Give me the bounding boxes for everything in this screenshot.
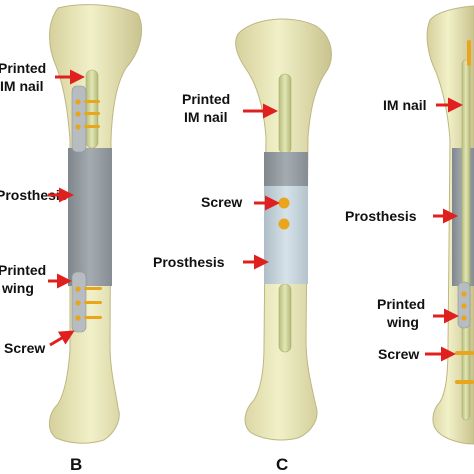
label-printed-im-nail-c: Printed IM nail: [182, 91, 234, 125]
screws-d: [455, 40, 474, 384]
screws-bottom-b: [75, 286, 102, 321]
label-prosthesis-c: Prosthesis: [153, 254, 225, 270]
screws-top-b: [75, 99, 100, 130]
label-screw-c: Screw: [201, 194, 242, 210]
panel-d: IM nail Prosthesis Printed wing Screw: [345, 5, 474, 445]
im-nail-b: [85, 69, 99, 149]
prosthesis-b: [68, 148, 112, 286]
panel-letter-c: C: [276, 455, 288, 474]
label-prosthesis-d: Prosthesis: [345, 208, 417, 224]
wing-top-b: [71, 85, 87, 153]
label-screw-b: Screw: [4, 340, 45, 356]
prosthesis-dark-c: [264, 152, 308, 188]
panel-b: Printed IM nail Prosthesis Printed wing …: [0, 4, 142, 474]
label-printed-wing-d: Printed wing: [377, 296, 429, 330]
label-screw-d: Screw: [378, 346, 419, 362]
im-nail-d: [461, 59, 471, 421]
im-nail-lower-c: [278, 283, 292, 353]
label-printed-im-nail-b: Printed IM nail: [0, 60, 50, 94]
label-printed-wing-b: Printed wing: [0, 262, 50, 296]
panel-letter-b: B: [70, 455, 82, 474]
panel-c: Printed IM nail Screw Prosthesis C: [153, 18, 332, 474]
label-im-nail-d: IM nail: [383, 97, 427, 113]
label-prosthesis-b: Prosthesis: [0, 187, 68, 203]
screws-c: [278, 197, 290, 230]
im-nail-c: [278, 73, 292, 155]
arrow-screw-b: [49, 330, 75, 347]
